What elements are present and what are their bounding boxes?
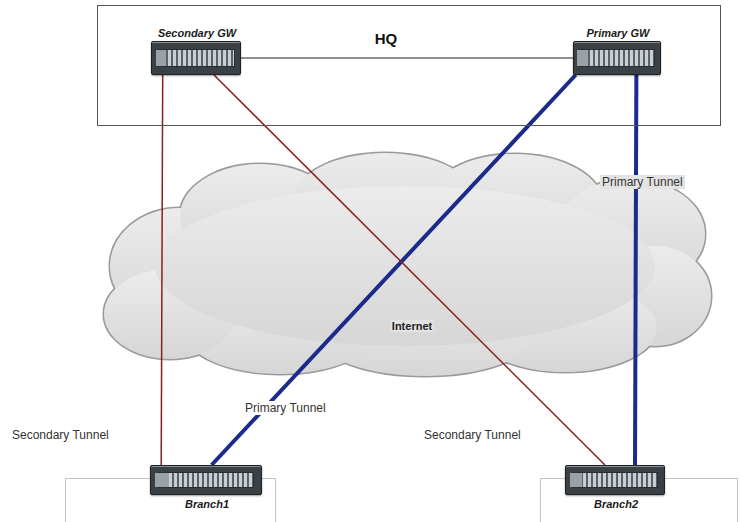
tunnel-label: Secondary Tunnel bbox=[10, 428, 111, 442]
device-module bbox=[570, 473, 582, 487]
link-line bbox=[241, 58, 573, 59]
device-module bbox=[577, 50, 587, 66]
gateway-device: Primary GW bbox=[573, 41, 661, 75]
tunnel-label: Primary Tunnel bbox=[600, 175, 685, 189]
device-module bbox=[155, 473, 168, 487]
branch-device: Branch2 bbox=[565, 465, 665, 495]
device-label: Secondary GW bbox=[158, 27, 236, 39]
primary-tunnel-line bbox=[635, 75, 636, 465]
device-label: Branch2 bbox=[594, 498, 638, 510]
tunnel-label: Primary Tunnel bbox=[243, 401, 328, 415]
device-label: Primary GW bbox=[587, 27, 650, 39]
device-label: Branch1 bbox=[185, 498, 229, 510]
branch-device: Branch1 bbox=[150, 465, 262, 495]
cloud-lobe bbox=[155, 186, 655, 346]
port-panel bbox=[572, 472, 658, 488]
cloud-lobe bbox=[155, 186, 655, 346]
device-module bbox=[156, 50, 167, 66]
site-label: HQ bbox=[375, 30, 398, 47]
gateway-device: Secondary GW bbox=[151, 41, 241, 75]
port-panel bbox=[158, 472, 255, 488]
port-panel bbox=[579, 49, 655, 67]
tunnel-label: Secondary Tunnel bbox=[422, 428, 523, 442]
link-line bbox=[161, 75, 163, 465]
port-panel bbox=[157, 49, 234, 67]
hq-site-box: Primary GW Secondary GW HQ bbox=[97, 5, 721, 126]
cloud-label: Internet bbox=[390, 320, 434, 332]
